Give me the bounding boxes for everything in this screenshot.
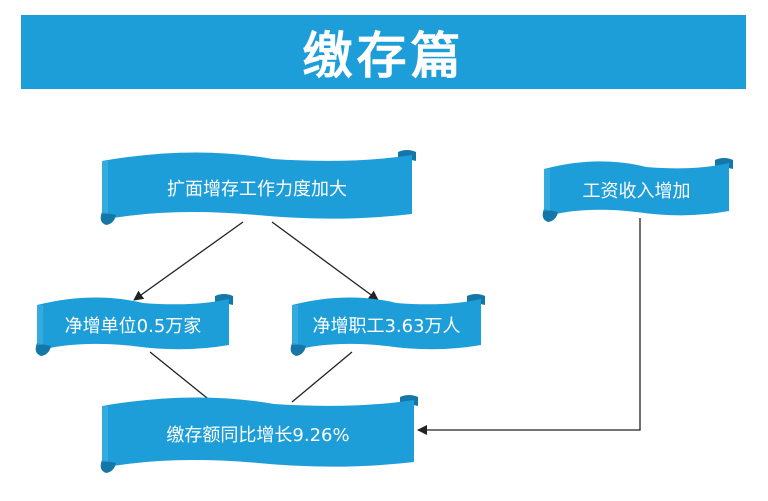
scroll-body: [37, 297, 229, 351]
scroll-shape: [35, 294, 233, 356]
scroll-body: [102, 397, 414, 468]
scroll-body: [102, 152, 412, 220]
node-expand-effort-label: 扩面增存工作力度加大: [167, 178, 347, 200]
scroll-curl-bottom: [100, 460, 116, 473]
arrow-to-net-workers: [271, 221, 379, 301]
scroll-edge-highlight: [37, 305, 43, 345]
node-net-workers-label: 净增职工3.63万人: [312, 316, 461, 337]
line-net-units-to-deposit: [149, 351, 213, 403]
node-wage-growth: 工资收入增加: [540, 158, 733, 222]
scroll-edge-highlight: [544, 169, 550, 211]
scroll-shape: [100, 150, 416, 225]
node-deposit-growth-label: 缴存额同比增长9.26%: [166, 425, 350, 446]
scroll-curl-bottom: [35, 343, 51, 356]
node-net-units-label: 净增单位0.5万家: [64, 316, 202, 337]
title-banner: 缴存篇: [21, 15, 746, 89]
scroll-curl-bottom: [290, 343, 306, 356]
node-expand-effort: 扩面增存工作力度加大: [98, 150, 416, 225]
scroll-edge-highlight: [292, 305, 298, 345]
arrow-wage-to-deposit: [417, 218, 641, 435]
arrow-to-net-units: [133, 221, 244, 301]
node-wage-growth-label: 工资收入增加: [582, 181, 691, 202]
node-net-units: 净增单位0.5万家: [33, 294, 233, 356]
node-net-workers: 净增职工3.63万人: [288, 294, 485, 356]
scroll-body: [292, 297, 481, 351]
node-deposit-growth: 缴存额同比增长9.26%: [98, 395, 418, 473]
scroll-edge-highlight: [102, 161, 108, 214]
scroll-curl-bottom: [100, 212, 116, 225]
page-title: 缴存篇: [302, 27, 465, 85]
line-net-workers-to-deposit: [291, 351, 353, 403]
scroll-shape: [542, 158, 733, 222]
scroll-shape: [290, 294, 485, 356]
scroll-curl-bottom: [542, 209, 558, 222]
scroll-shape: [100, 395, 418, 473]
scroll-edge-highlight: [102, 406, 108, 462]
scroll-body: [544, 161, 729, 217]
